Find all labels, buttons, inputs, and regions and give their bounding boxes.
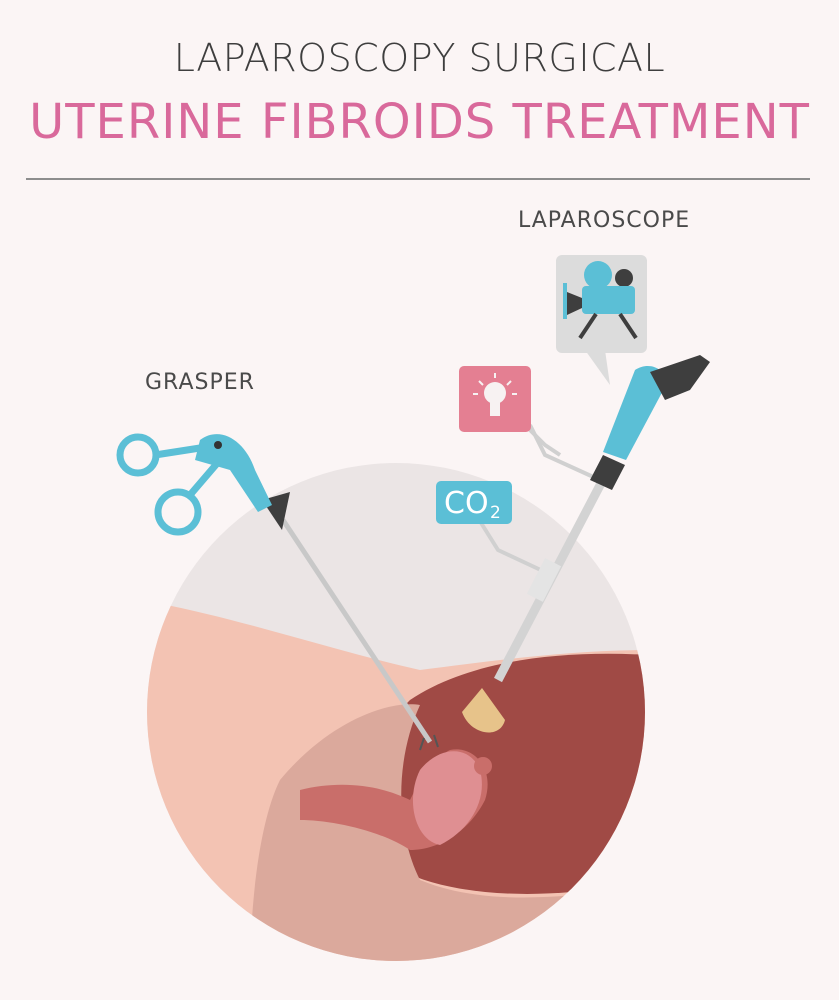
co2-subscript: 2 [490,503,501,523]
co2-box: CO 2 [436,481,512,524]
laparoscope [462,355,710,733]
body-cross-section [147,463,645,961]
subtitle: LAPAROSCOPY SURGICAL [173,36,666,80]
light-beam [462,688,505,733]
camera-bubble [556,255,647,385]
light-bulb-icon [473,373,517,416]
grasper [116,433,439,751]
light-source-box [459,366,531,432]
co2-label: CO [444,486,489,521]
camera-icon [563,261,638,340]
title: UTERINE FIBROIDS TREATMENT [29,94,810,150]
fibroid [474,757,492,775]
uterus [412,751,482,845]
laparoscope-label: LAPAROSCOPE [518,208,691,233]
grasper-label: GRASPER [145,370,255,395]
divider [26,178,810,180]
